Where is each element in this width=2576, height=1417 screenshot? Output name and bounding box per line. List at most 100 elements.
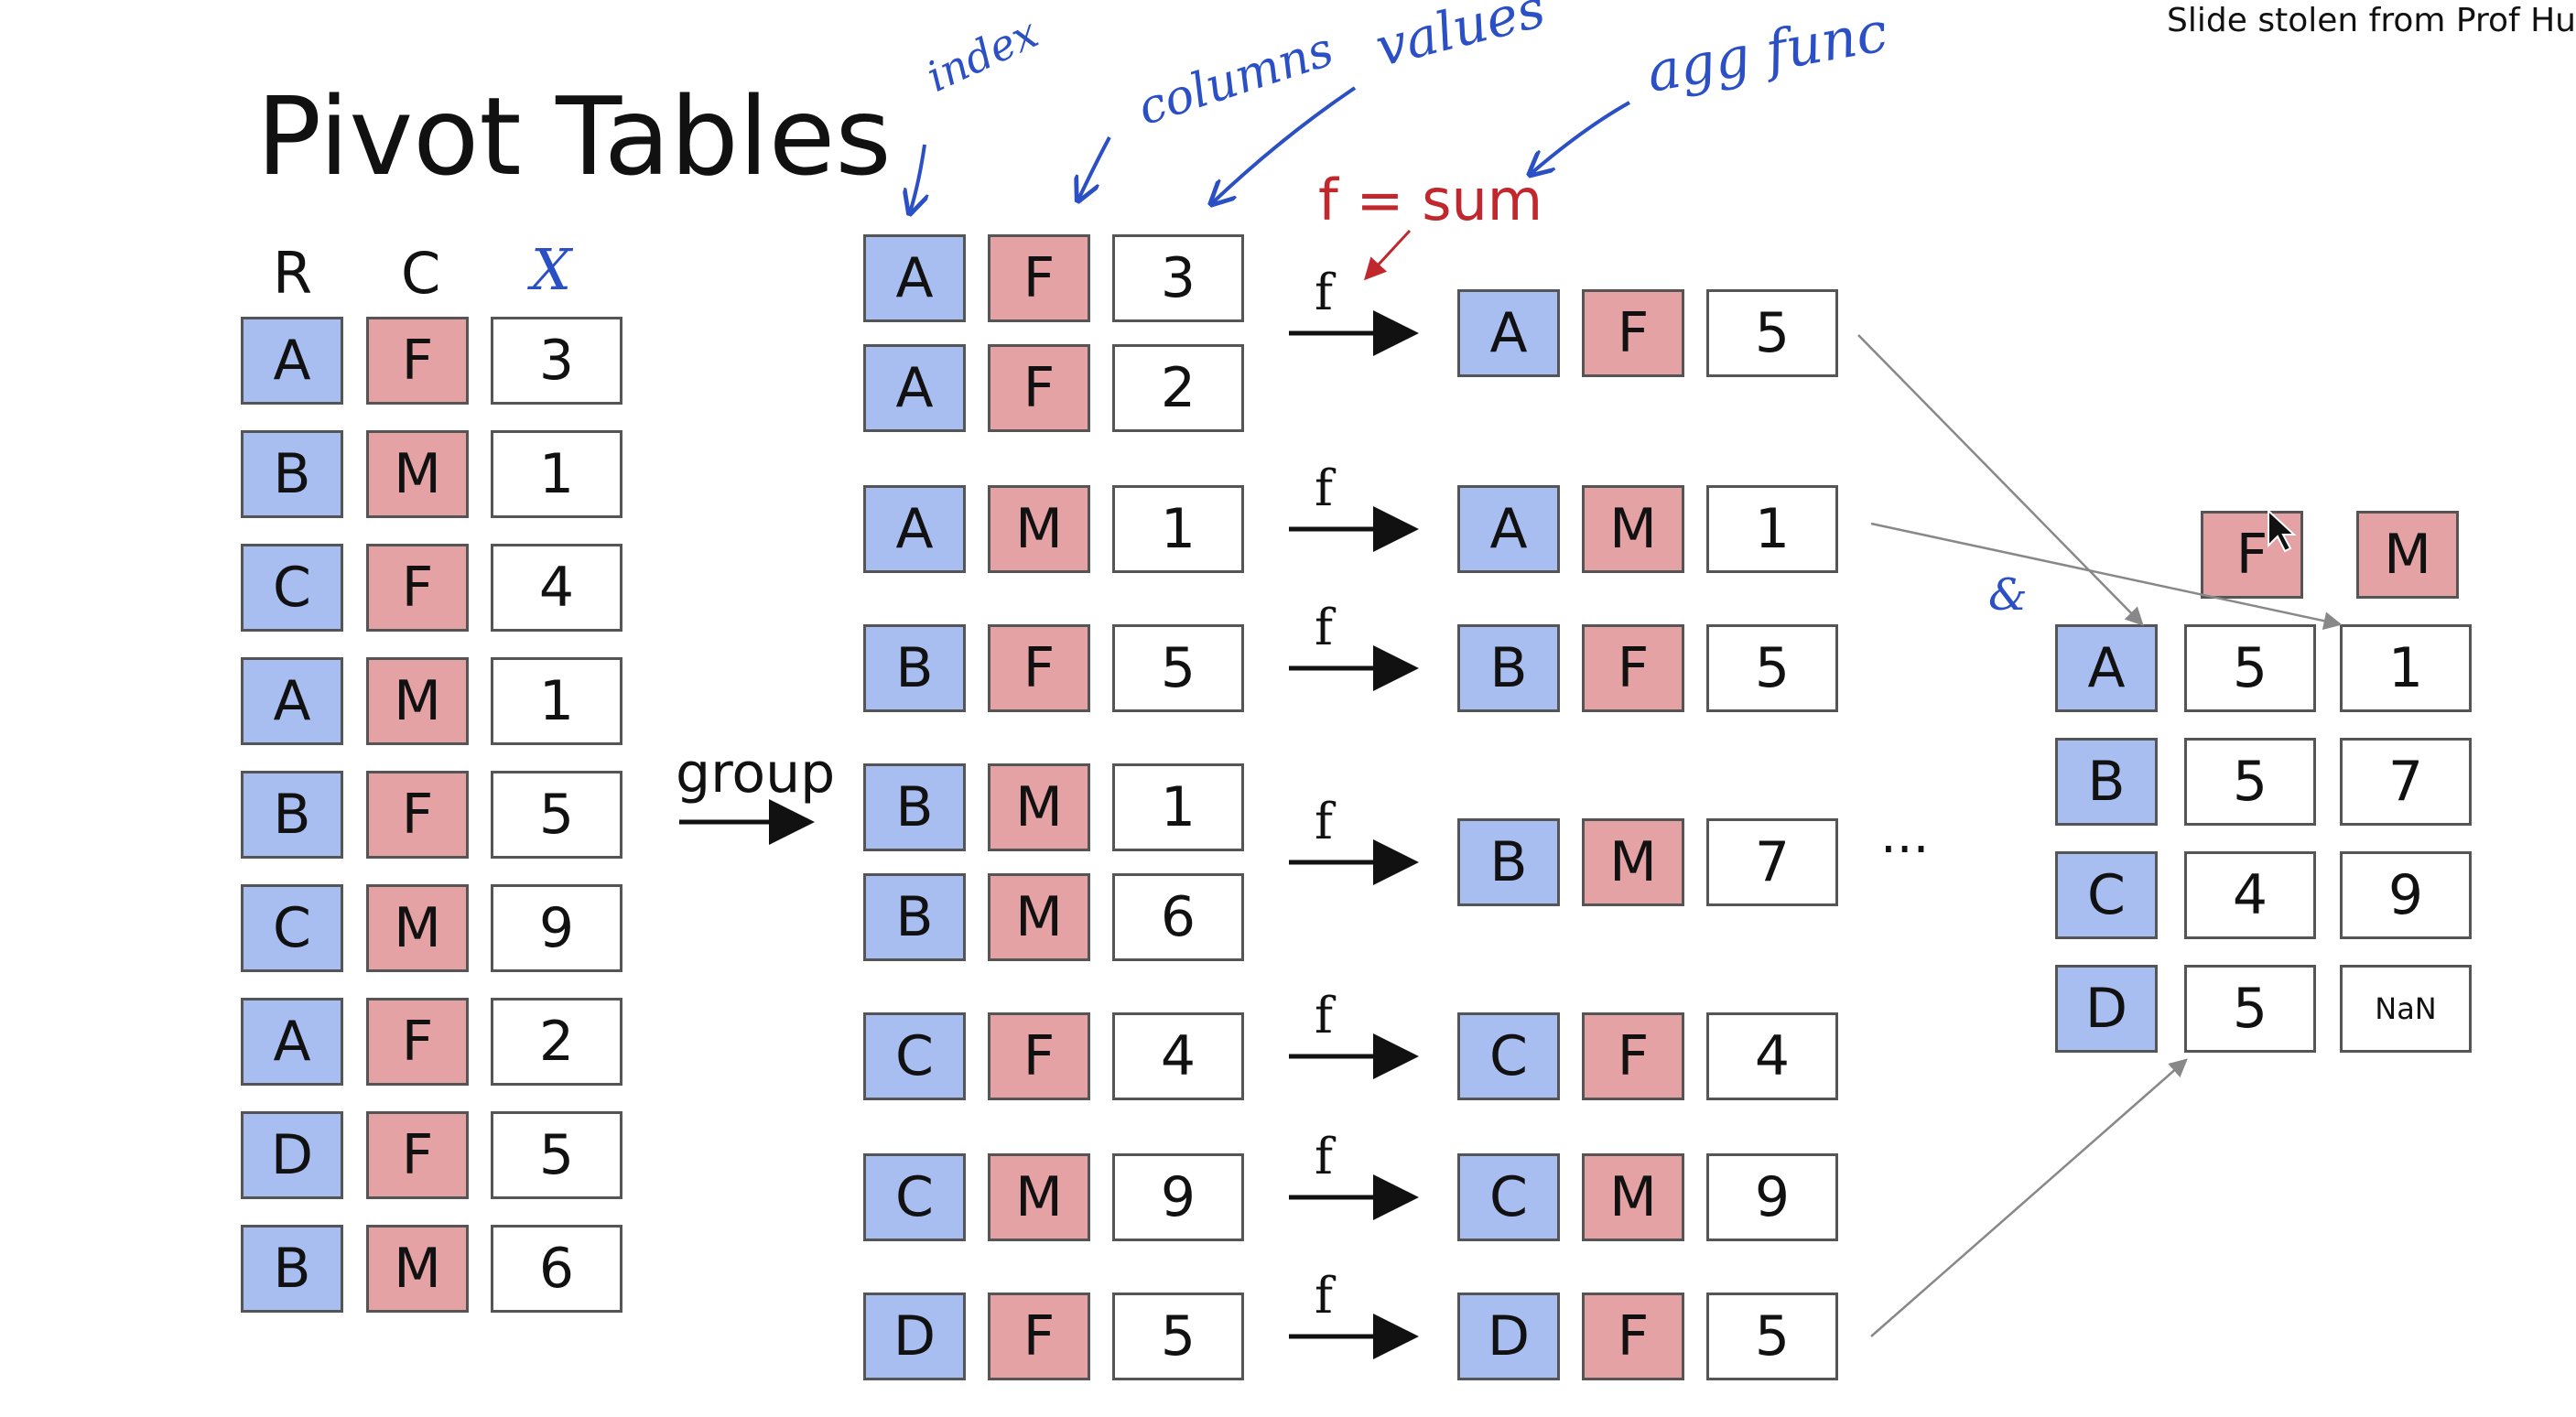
group-column-cell: F (988, 1012, 1090, 1100)
group-value-cell: 5 (1112, 624, 1244, 712)
group-index-cell: A (863, 344, 966, 432)
group-column-cell: F (988, 624, 1090, 712)
pivot-value-cell: 1 (2340, 624, 2472, 712)
group-value-cell: 4 (1112, 1012, 1244, 1100)
header-c: C (401, 240, 441, 307)
f-label: f (1315, 987, 1333, 1044)
ellipsis: ... (1880, 806, 1930, 865)
result-column-cell: M (1582, 485, 1684, 573)
group-value-cell: 1 (1112, 763, 1244, 851)
pivot-index-cell: B (2055, 738, 2158, 826)
pivot-index-cell: C (2055, 851, 2158, 939)
result-column-cell: M (1582, 1153, 1684, 1241)
group-index-cell: C (863, 1012, 966, 1100)
f-label: f (1315, 1267, 1333, 1325)
source-value-cell: 4 (491, 544, 622, 632)
source-column-cell: F (366, 544, 469, 632)
pivot-value-cell: 4 (2184, 851, 2316, 939)
group-value-cell: 6 (1112, 873, 1244, 961)
result-value-cell: 1 (1706, 485, 1838, 573)
group-value-cell: 9 (1112, 1153, 1244, 1241)
values-annotation-arrow (1212, 86, 1357, 203)
source-column-cell: M (366, 430, 469, 518)
source-index-cell: D (241, 1111, 343, 1199)
group-index-cell: B (863, 763, 966, 851)
result-index-cell: B (1457, 818, 1560, 906)
f-label: f (1315, 460, 1333, 517)
result-index-cell: D (1457, 1293, 1560, 1380)
pivot-value-cell: 5 (2184, 738, 2316, 826)
result-column-cell: F (1582, 1012, 1684, 1100)
result-index-cell: A (1457, 485, 1560, 573)
group-value-cell: 3 (1112, 234, 1244, 322)
agg-pointer-arrow (1363, 229, 1412, 281)
source-index-cell: B (241, 1225, 343, 1313)
pivot-value-cell: 5 (2184, 965, 2316, 1053)
result-column-cell: F (1582, 289, 1684, 377)
group-column-cell: M (988, 1153, 1090, 1241)
result-value-cell: 5 (1706, 1293, 1838, 1380)
pivot-column-header: M (2356, 511, 2459, 599)
pivot-arrow-af (1857, 334, 2144, 626)
pivot-value-cell: 9 (2340, 851, 2472, 939)
group-column-cell: M (988, 763, 1090, 851)
pivot-arrow-df (1870, 1058, 2188, 1337)
pivot-value-cell: 7 (2340, 738, 2472, 826)
pivot-arrow-am (1870, 522, 2343, 631)
pivot-value-cell: NaN (2340, 965, 2472, 1053)
source-index-cell: A (241, 998, 343, 1086)
source-value-cell: 2 (491, 998, 622, 1086)
group-index-cell: B (863, 873, 966, 961)
result-column-cell: F (1582, 1293, 1684, 1380)
result-column-cell: M (1582, 818, 1684, 906)
header-x: X (531, 236, 572, 303)
source-index-cell: C (241, 544, 343, 632)
source-value-cell: 3 (491, 317, 622, 405)
result-value-cell: 9 (1706, 1153, 1838, 1241)
source-value-cell: 5 (491, 771, 622, 859)
pivot-index-cell: A (2055, 624, 2158, 712)
source-index-cell: B (241, 430, 343, 518)
source-index-cell: B (241, 771, 343, 859)
source-index-cell: C (241, 884, 343, 972)
group-index-cell: D (863, 1293, 966, 1380)
group-index-cell: B (863, 624, 966, 712)
source-value-cell: 6 (491, 1225, 622, 1313)
source-column-cell: M (366, 657, 469, 745)
pivot-column-header: F (2201, 511, 2303, 599)
result-index-cell: A (1457, 289, 1560, 377)
agg-function-label: f = sum (1318, 167, 1543, 233)
aggfunc-annotation-arrow (1531, 101, 1630, 174)
source-column-cell: F (366, 771, 469, 859)
result-index-cell: B (1457, 624, 1560, 712)
group-index-cell: A (863, 485, 966, 573)
f-label: f (1315, 264, 1333, 321)
f-label: f (1315, 1128, 1333, 1185)
source-column-cell: M (366, 1225, 469, 1313)
result-value-cell: 5 (1706, 624, 1838, 712)
header-r: R (273, 240, 313, 307)
source-column-cell: F (366, 1111, 469, 1199)
columns-annotation-arrow (1078, 136, 1111, 200)
pivot-value-cell: 5 (2184, 624, 2316, 712)
group-column-cell: F (988, 234, 1090, 322)
source-value-cell: 1 (491, 657, 622, 745)
result-index-cell: C (1457, 1153, 1560, 1241)
result-value-cell: 7 (1706, 818, 1838, 906)
pivot-index-cell: D (2055, 965, 2158, 1053)
group-index-cell: A (863, 234, 966, 322)
annotation-ampersand: & (1988, 569, 2028, 621)
source-column-cell: M (366, 884, 469, 972)
source-value-cell: 9 (491, 884, 622, 972)
group-value-cell: 5 (1112, 1293, 1244, 1380)
result-column-cell: F (1582, 624, 1684, 712)
group-index-cell: C (863, 1153, 966, 1241)
group-column-cell: F (988, 1293, 1090, 1380)
source-index-cell: A (241, 317, 343, 405)
result-value-cell: 5 (1706, 289, 1838, 377)
mouse-cursor-icon (2268, 508, 2297, 553)
index-annotation-arrow (910, 144, 925, 212)
group-column-cell: M (988, 873, 1090, 961)
f-label: f (1315, 793, 1333, 850)
